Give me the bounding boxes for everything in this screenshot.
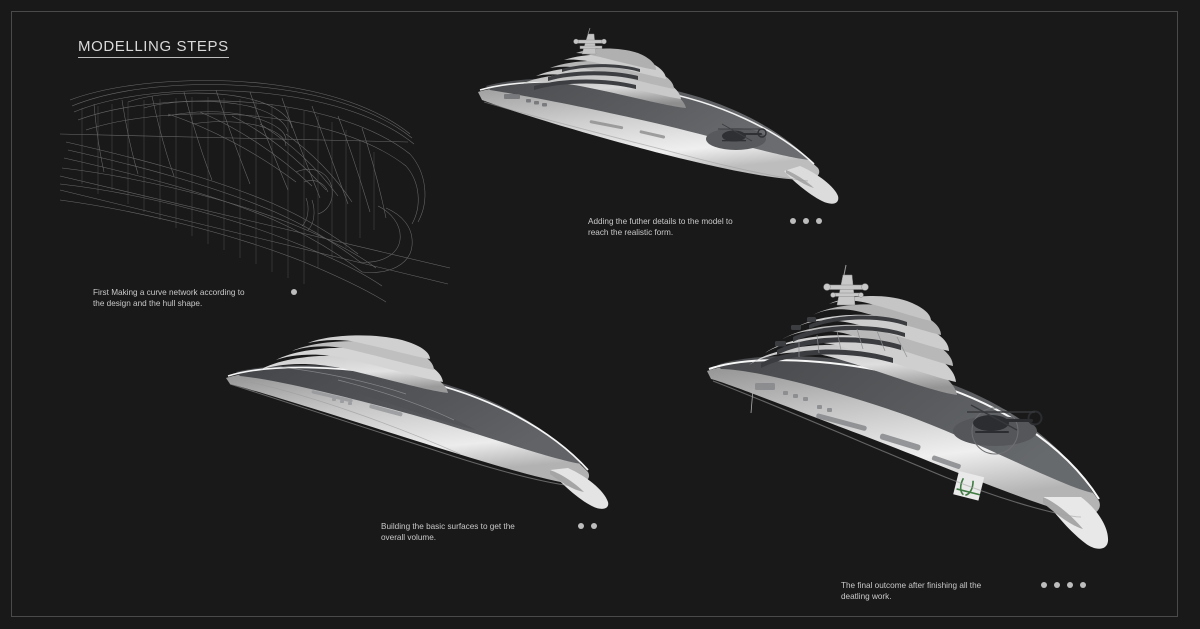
yacht-detailed-render [470, 27, 850, 213]
step-4-dots [1041, 582, 1086, 588]
step-2-caption: Building the basic surfaces to get the o… [381, 522, 515, 542]
yacht-final-render [695, 264, 1110, 585]
step-2-dots [578, 523, 597, 529]
step-1-dots [291, 289, 297, 295]
yacht-curve-network-wireframe [59, 72, 451, 303]
step-4-caption: The final outcome after finishing all th… [841, 581, 982, 601]
page-title: MODELLING STEPS [78, 38, 229, 58]
step-1-caption: First Making a curve network according t… [93, 288, 245, 308]
step-3-dots [790, 218, 822, 224]
step-3-caption: Adding the futher details to the model t… [588, 217, 733, 237]
yacht-basic-surfaces-render [220, 320, 620, 525]
